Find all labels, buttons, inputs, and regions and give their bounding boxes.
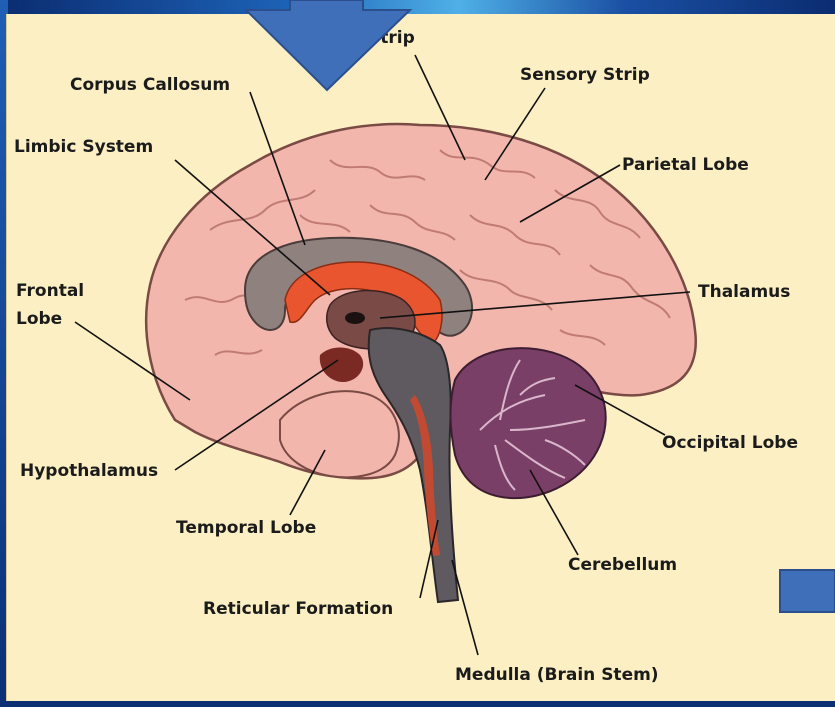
thalamus-core bbox=[345, 312, 365, 324]
label-hypothalamus: Hypothalamus bbox=[20, 461, 158, 481]
cerebellum-shape bbox=[450, 348, 605, 498]
temporal-lobe-region bbox=[280, 391, 399, 477]
right-arrow-shape bbox=[780, 570, 835, 612]
label-parietal-lobe: Parietal Lobe bbox=[622, 155, 749, 175]
label-cerebellum: Cerebellum bbox=[568, 555, 677, 575]
label-temporal-lobe: Temporal Lobe bbox=[176, 518, 316, 538]
label-medulla: Medulla (Brain Stem) bbox=[455, 665, 659, 685]
label-occipital-lobe: Occipital Lobe bbox=[662, 433, 798, 453]
label-limbic-system: Limbic System bbox=[14, 137, 153, 157]
label-corpus-callosum: Corpus Callosum bbox=[70, 75, 230, 95]
label-frontal-lobe-2: Lobe bbox=[16, 309, 62, 329]
label-sensory-strip: Sensory Strip bbox=[520, 65, 650, 85]
label-frontal-lobe-1: Frontal bbox=[16, 281, 84, 301]
label-thalamus: Thalamus bbox=[698, 282, 790, 302]
label-reticular-formation: Reticular Formation bbox=[203, 599, 393, 619]
